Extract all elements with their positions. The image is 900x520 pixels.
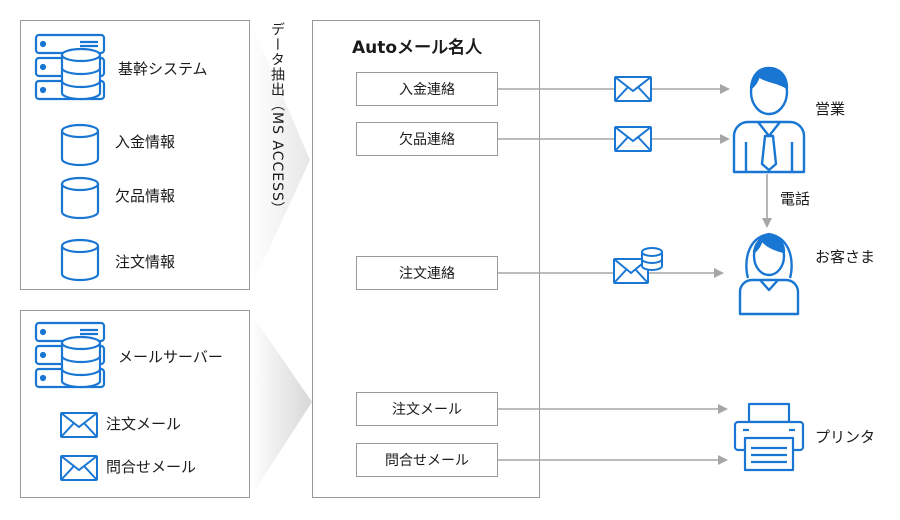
printer-label: プリンタ (815, 428, 876, 446)
stockout-info-label: 欠品情報 (115, 187, 176, 205)
mail-server-label: メールサーバー (118, 348, 223, 366)
customer-label: お客さま (815, 248, 876, 266)
order-mail-box: 注文メール (356, 392, 498, 426)
envelope-with-database-icon (613, 247, 663, 284)
payment-info-label: 入金情報 (115, 133, 176, 151)
database-icon (60, 238, 100, 282)
mail-server-database-icon (34, 321, 106, 389)
core-system-panel (20, 20, 250, 290)
sales-label: 営業 (815, 100, 846, 118)
stockout-notice-box: 欠品連絡 (356, 122, 498, 156)
database-icon (60, 123, 100, 167)
order-notice-box: 注文連絡 (356, 256, 498, 290)
order-info-label: 注文情報 (115, 253, 176, 271)
server-database-icon (34, 33, 106, 101)
data-extract-label: データ抽出（MS ACCESS） (269, 22, 285, 217)
payment-notice-box: 入金連絡 (356, 72, 498, 106)
database-icon (60, 176, 100, 220)
automail-title: Autoメール名人 (352, 38, 483, 58)
customer-icon (738, 232, 800, 316)
envelope-icon (60, 412, 98, 438)
order-mail-label: 注文メール (106, 415, 182, 433)
envelope-icon (614, 126, 652, 152)
inquiry-mail-label: 問合せメール (106, 458, 197, 476)
inquiry-mail-box: 問合せメール (356, 443, 498, 477)
core-system-label: 基幹システム (118, 60, 208, 78)
sales-person-icon (732, 66, 806, 174)
envelope-icon (60, 455, 98, 481)
printer-icon (733, 402, 805, 472)
envelope-icon (614, 76, 652, 102)
phone-label: 電話 (780, 190, 811, 208)
